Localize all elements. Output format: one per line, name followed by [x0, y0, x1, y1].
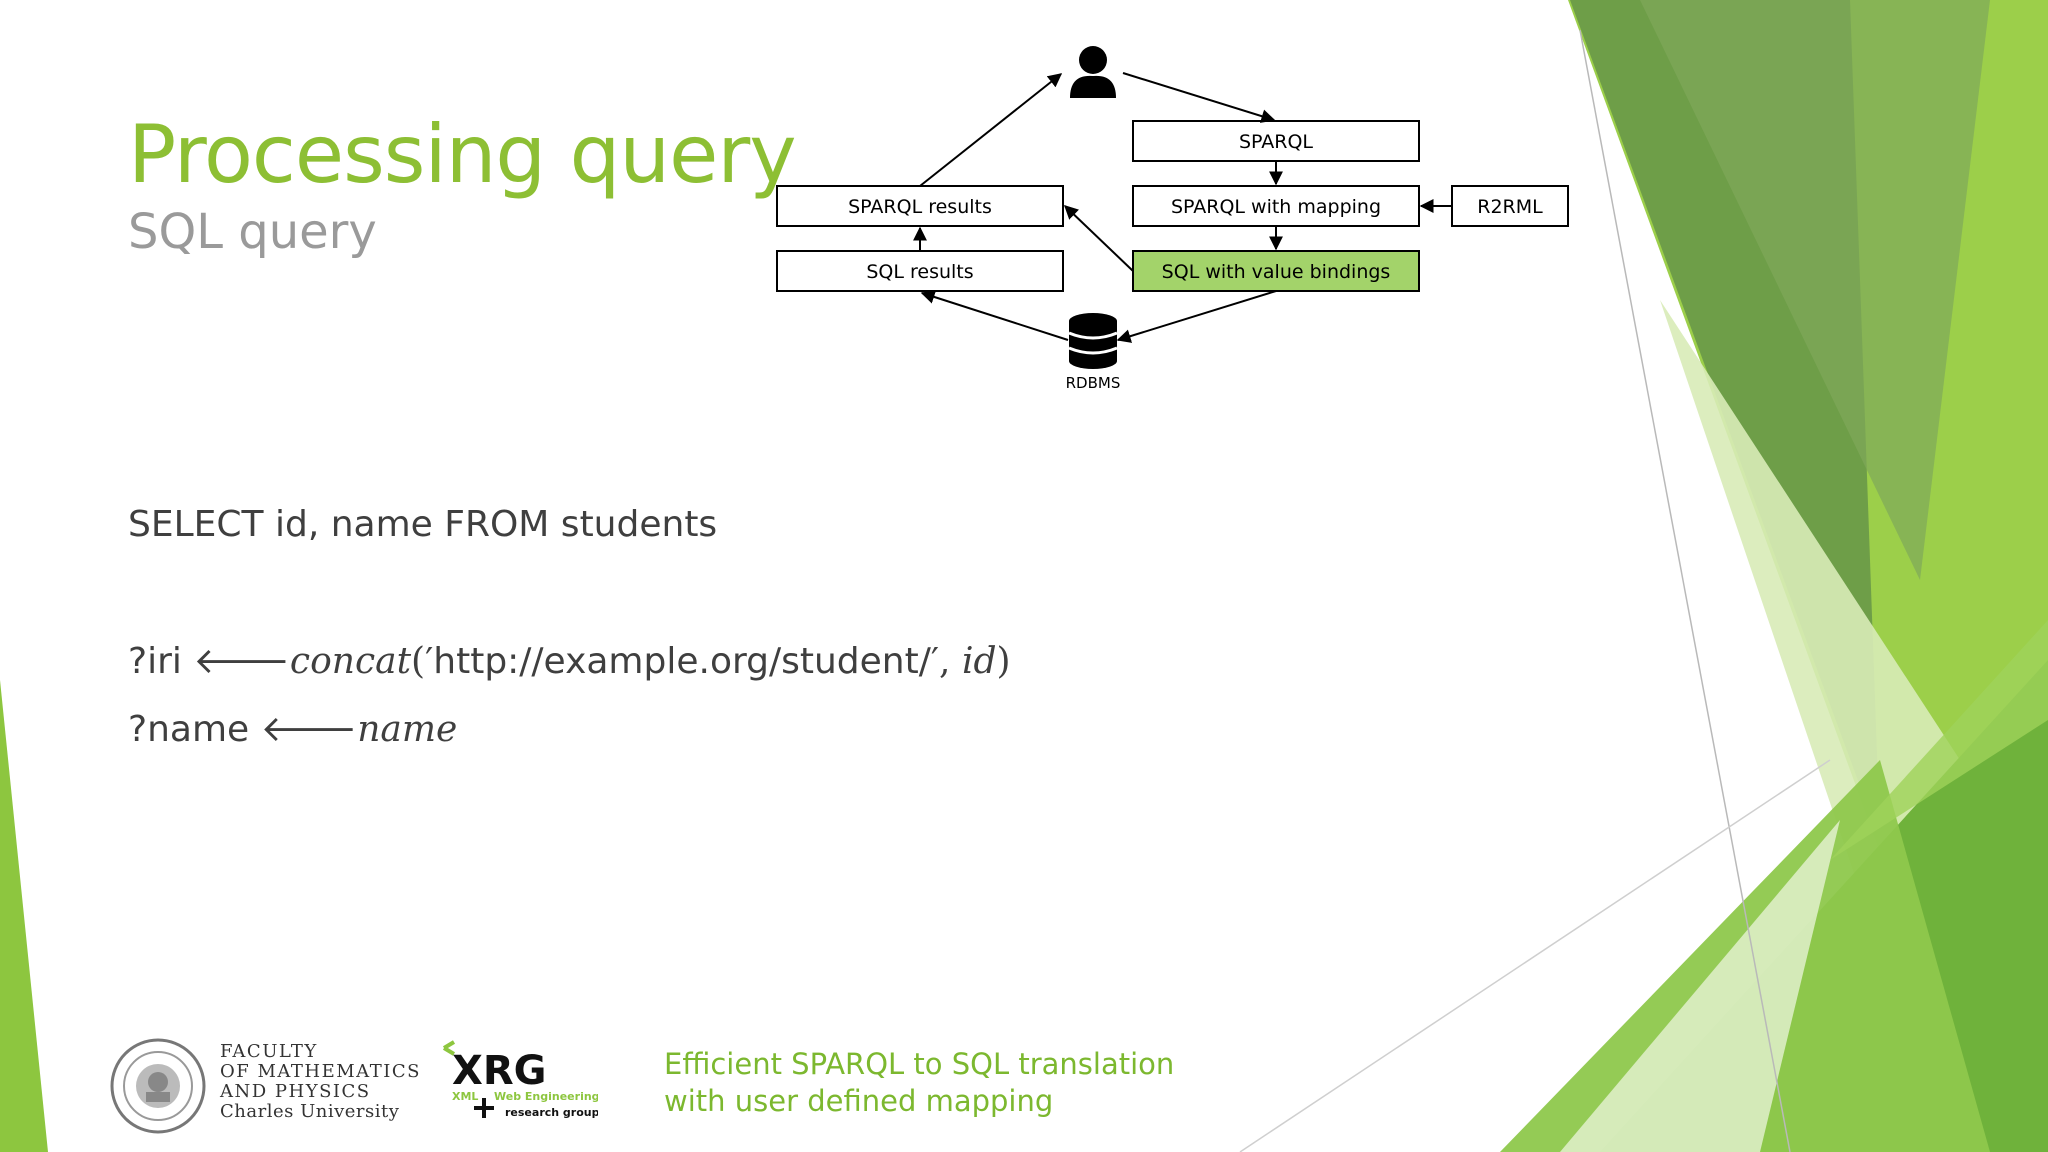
- arrow-user-to-sparql: [1122, 72, 1276, 123]
- node-sparql-results-label: SPARQL results: [848, 196, 992, 218]
- faculty-line-2: OF MATHEMATICS: [220, 1061, 421, 1082]
- concat-open-paren: (: [411, 641, 426, 682]
- faculty-name: FACULTY OF MATHEMATICS AND PHYSICS Charl…: [220, 1042, 421, 1122]
- arrow-sql-to-rdbms: [1116, 290, 1277, 343]
- xrg-logo-xml: XML: [452, 1090, 478, 1103]
- node-sparql-label: SPARQL: [1239, 131, 1313, 153]
- talk-title-line-2: with user defined mapping: [664, 1084, 1054, 1118]
- name-value: name: [357, 709, 458, 750]
- slide-subtitle: SQL query: [128, 204, 377, 260]
- xrg-logo-web-engineering: Web Engineering: [494, 1090, 598, 1103]
- node-sparql-with-mapping: SPARQL with mapping: [1132, 185, 1420, 227]
- left-arrow-icon: 🡐: [193, 641, 290, 682]
- concat-id-arg: id: [961, 641, 997, 682]
- user-icon: [1070, 46, 1116, 98]
- concat-function: concat: [289, 641, 412, 682]
- arrow-bindings-to-sparql-results: [1063, 205, 1134, 272]
- concat-iri-prefix: ′http://example.org/student/′: [425, 641, 940, 682]
- name-binding-line: ?name 🡐name: [128, 706, 457, 750]
- iri-binding-line: ?iri 🡐concat(′http://example.org/student…: [128, 638, 1011, 682]
- node-sql-with-value-bindings: SQL with value bindings: [1132, 250, 1420, 292]
- xrg-logo-text: XRG: [452, 1048, 546, 1094]
- node-sql-with-value-bindings-label: SQL with value bindings: [1162, 261, 1391, 283]
- xrg-logo-research-group: research group: [505, 1106, 598, 1119]
- arrow-rdbms-to-sql-results: [920, 290, 1069, 341]
- faculty-line-1: FACULTY: [220, 1041, 318, 1062]
- left-arrow-icon: 🡐: [260, 709, 358, 750]
- database-icon: [1068, 313, 1118, 369]
- faculty-line-4: Charles University: [220, 1101, 400, 1122]
- node-r2rml: R2RML: [1451, 185, 1569, 227]
- xrg-logo: XRG XML Web Engineering research group: [442, 1040, 598, 1119]
- slide-title: Processing query: [128, 108, 797, 201]
- concat-separator: ,: [939, 641, 962, 682]
- name-variable: ?name: [128, 709, 250, 750]
- node-sql-results: SQL results: [776, 250, 1064, 292]
- node-sparql-with-mapping-label: SPARQL with mapping: [1171, 196, 1381, 218]
- node-sparql: SPARQL: [1132, 120, 1420, 162]
- node-sparql-results: SPARQL results: [776, 185, 1064, 227]
- faculty-line-3: AND PHYSICS: [220, 1081, 371, 1102]
- node-r2rml-label: R2RML: [1477, 196, 1543, 218]
- talk-title-line-1: Efficient SPARQL to SQL translation: [664, 1047, 1175, 1081]
- sql-query-line: SELECT id, name FROM students: [128, 504, 718, 545]
- talk-title-footer: Efficient SPARQL to SQL translation with…: [664, 1046, 1174, 1120]
- query-flow-diagram: SPARQL SPARQL with mapping R2RML SPARQL …: [776, 46, 1569, 392]
- arrow-results-to-user: [919, 73, 1063, 187]
- node-sql-results-label: SQL results: [866, 261, 973, 283]
- node-rdbms-label: RDBMS: [1066, 374, 1121, 392]
- university-seal-icon: [110, 1038, 206, 1134]
- concat-close-paren: ): [996, 641, 1011, 682]
- iri-variable: ?iri: [128, 641, 182, 682]
